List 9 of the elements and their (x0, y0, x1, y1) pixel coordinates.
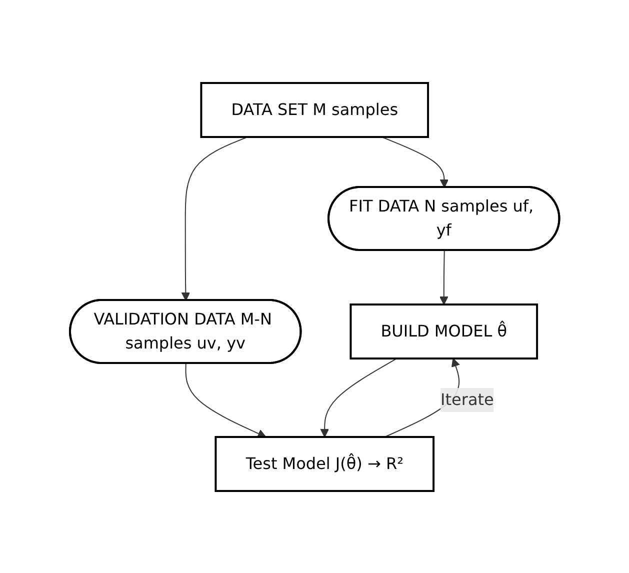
arrow (381, 136, 448, 188)
arrow (185, 362, 266, 438)
edge-label: Iterate (440, 389, 494, 408)
arrow (320, 358, 398, 437)
node-box: Test Model J(θ̂) → R² (214, 435, 434, 492)
arrow (181, 136, 248, 300)
arrow (439, 250, 448, 304)
node-box: DATA SET M samples (200, 82, 429, 138)
node-box: BUILD MODEL θ̂ (350, 303, 538, 359)
